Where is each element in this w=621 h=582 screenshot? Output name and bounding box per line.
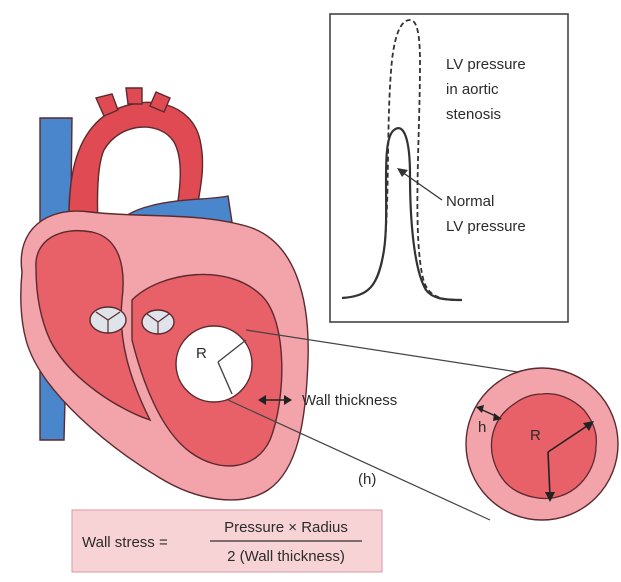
zoomed-lumen — [491, 394, 596, 499]
heart — [21, 88, 308, 500]
normal-lv-line-2: LV pressure — [446, 218, 526, 235]
aortic-stenosis-line-1: LV pressure — [446, 56, 526, 73]
aortic-branch-2 — [126, 88, 142, 104]
normal-lv-line-1: Normal — [446, 193, 494, 210]
wall-thickness-label: Wall thickness — [302, 392, 397, 409]
aortic-stenosis-line-2: in aortic — [446, 81, 499, 98]
h-label-small: h — [478, 419, 486, 436]
formula-lhs: Wall stress = — [82, 534, 168, 551]
pressure-inset: LV pressure in aortic stenosis Normal LV… — [330, 14, 568, 322]
formula-numerator: Pressure × Radius — [224, 519, 348, 536]
h-paren-label: (h) — [358, 471, 376, 488]
pulmonary-valve — [90, 307, 126, 333]
aortic-valve — [142, 310, 174, 334]
wall-stress-formula: Wall stress = Pressure × Radius 2 (Wall … — [72, 510, 382, 572]
lv-radius-circle: R — [176, 326, 252, 402]
formula-denominator: 2 (Wall thickness) — [227, 548, 345, 565]
zoomed-wall-circle: R h — [466, 368, 618, 520]
radius-label-large: R — [196, 345, 207, 362]
radius-label-zoom: R — [530, 427, 541, 444]
aortic-stenosis-line-3: stenosis — [446, 106, 501, 123]
